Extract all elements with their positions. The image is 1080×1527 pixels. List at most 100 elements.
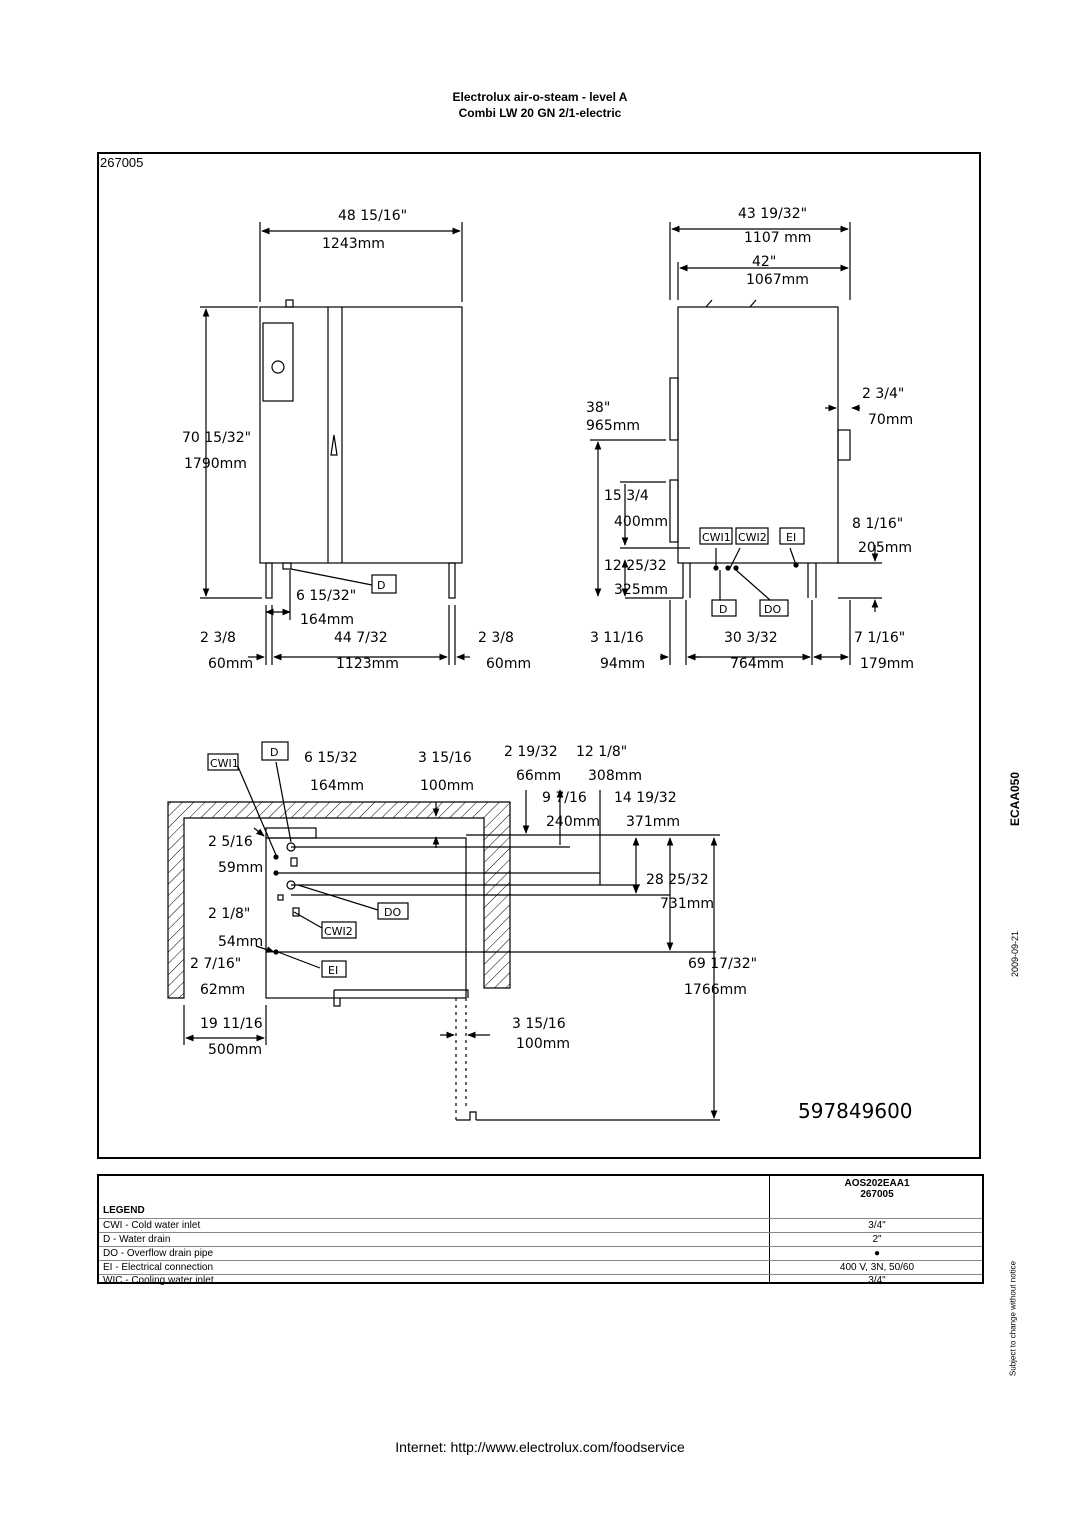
side-front-leg-mm: 94mm (600, 656, 645, 672)
legend-row-value: 400 V, 3N, 50/60 (839, 1262, 915, 1273)
front-left-leg-mm: 60mm (208, 656, 253, 672)
side-label-do: DO (764, 603, 781, 616)
plan-b-in: 12 1/8" (576, 744, 627, 760)
front-drain-mm: 164mm (300, 612, 354, 628)
side-front-leg-in: 3 11/16 (590, 630, 644, 646)
plan-wall-in: 3 15/16 (418, 750, 472, 766)
side-ei-height-in: 8 1/16" (852, 516, 903, 532)
front-inner-mm: 1123mm (336, 656, 399, 672)
plan-h-mm: 54mm (218, 934, 263, 950)
side-depth-mm: 1107 mm (744, 230, 811, 246)
legend-row-value: 2" (872, 1234, 882, 1245)
plan-j-in: 69 17/32" (688, 956, 757, 972)
plan-l-in: 3 15/16 (512, 1016, 566, 1032)
side-pos-mm: 965mm (586, 418, 640, 434)
legend-code: 267005 (860, 1189, 894, 1200)
side-code-wrapper: ECAA050 (1005, 760, 1025, 840)
side-note-wrapper: Subject to change without notice (1003, 1250, 1023, 1390)
side-body-mm: 1067mm (746, 272, 809, 288)
front-height-in: 70 15/32" (182, 430, 251, 446)
legend-row: EI - Electrical connection 400 V, 3N, 50… (99, 1260, 982, 1275)
plan-j-mm: 1766mm (684, 982, 747, 998)
title-line-2: Combi LW 20 GN 2/1-electric (458, 106, 622, 120)
side-d-height-mm: 325mm (614, 582, 668, 598)
side-rear-in: 7 1/16" (854, 630, 905, 646)
legend-row: D - Water drain 2" (99, 1232, 982, 1247)
plan-f-in: 2 5/16 (208, 834, 253, 850)
legend-row: CWI - Cold water inlet 3/4" (99, 1218, 982, 1233)
plan-a-in: 2 19/32 (504, 744, 558, 760)
side-body-in: 42" (752, 254, 776, 270)
side-leg-span-in: 30 3/32 (724, 630, 778, 646)
plan-label-cwi1: CWI1 (210, 757, 239, 770)
plan-k-mm: 500mm (208, 1042, 262, 1058)
plan-i-mm: 62mm (200, 982, 245, 998)
plan-c-in: 9 7/16 (542, 790, 587, 806)
disclaimer-note: Subject to change without notice (1008, 1260, 1018, 1377)
plan-i-in: 2 7/16" (190, 956, 241, 972)
legend-row-name: CWI - Cold water inlet (103, 1220, 201, 1231)
plan-label-ei: EI (328, 964, 338, 977)
legend-divider (769, 1176, 770, 1282)
legend-table: AOS202EAA1 267005 LEGEND CWI - Cold wate… (97, 1174, 984, 1286)
front-width-mm: 1243mm (322, 236, 385, 252)
front-width-in: 48 15/16" (338, 208, 407, 224)
legend-row-value: ● (873, 1248, 881, 1259)
drawing-frame (97, 152, 981, 1159)
plan-label-d: D (270, 746, 278, 759)
side-depth-in: 43 19/32" (738, 206, 807, 222)
document-code: ECAA050 (1008, 771, 1022, 827)
front-height-mm: 1790mm (184, 456, 247, 472)
plan-view (167, 761, 720, 1121)
front-right-leg-mm: 60mm (486, 656, 531, 672)
plan-label-do: DO (384, 906, 401, 919)
plan-c-mm: 240mm (546, 814, 600, 830)
plan-d-in: 6 15/32 (304, 750, 358, 766)
legend-title: LEGEND (103, 1205, 145, 1216)
front-inner-in: 44 7/32 (334, 630, 388, 646)
side-rear-mm: 179mm (860, 656, 914, 672)
document-date: 2009-09-21 (1010, 930, 1020, 978)
plan-l-mm: 100mm (516, 1036, 570, 1052)
side-view (590, 222, 882, 665)
legend-row: WIC - Cooling water inlet 3/4" (99, 1274, 982, 1286)
side-cwi-height-mm: 400mm (614, 514, 668, 530)
plan-g-in: 28 25/32 (646, 872, 709, 888)
model-id: 267005 (100, 155, 144, 170)
legend-row: DO - Overflow drain pipe ● (99, 1246, 982, 1261)
side-cwi-height-in: 15 3/4 (604, 488, 649, 504)
side-label-cwi2: CWI2 (738, 531, 767, 544)
plan-e-in: 14 19/32 (614, 790, 677, 806)
plan-d-mm: 164mm (310, 778, 364, 794)
side-date-wrapper: 2009-09-21 (1005, 925, 1025, 985)
legend-row-name: D - Water drain (103, 1234, 171, 1245)
front-view (200, 222, 470, 665)
plan-h-in: 2 1/8" (208, 906, 250, 922)
plan-e-mm: 371mm (626, 814, 680, 830)
side-d-height-in: 12 25/32 (604, 558, 667, 574)
plan-b-mm: 308mm (588, 768, 642, 784)
legend-row-value: 3/4" (868, 1275, 886, 1286)
plan-wall-mm: 100mm (420, 778, 474, 794)
side-ei-height-mm: 205mm (858, 540, 912, 556)
legend-row-value: 3/4" (868, 1220, 886, 1231)
legend-row-name: DO - Overflow drain pipe (103, 1248, 214, 1259)
part-number: 597849600 (798, 1099, 913, 1123)
side-label-d: D (719, 603, 727, 616)
side-label-cwi1: CWI1 (702, 531, 731, 544)
front-drain-label: D (377, 579, 385, 592)
front-left-leg-in: 2 3/8 (200, 630, 236, 646)
side-ei-offset-in: 2 3/4" (862, 386, 904, 402)
plan-g-mm: 731mm (660, 896, 714, 912)
plan-label-cwi2: CWI2 (324, 925, 353, 938)
front-drain-in: 6 15/32" (296, 588, 356, 604)
legend-row-name: WIC - Cooling water inlet (103, 1275, 214, 1286)
title-line-1: Electrolux air-o-steam - level A (452, 90, 628, 104)
plan-a-mm: 66mm (516, 768, 561, 784)
plan-k-in: 19 11/16 (200, 1016, 263, 1032)
footer-url: Internet: http://www.electrolux.com/food… (395, 1439, 685, 1455)
front-right-leg-in: 2 3/8 (478, 630, 514, 646)
side-label-ei: EI (786, 531, 796, 544)
side-leg-span-mm: 764mm (730, 656, 784, 672)
